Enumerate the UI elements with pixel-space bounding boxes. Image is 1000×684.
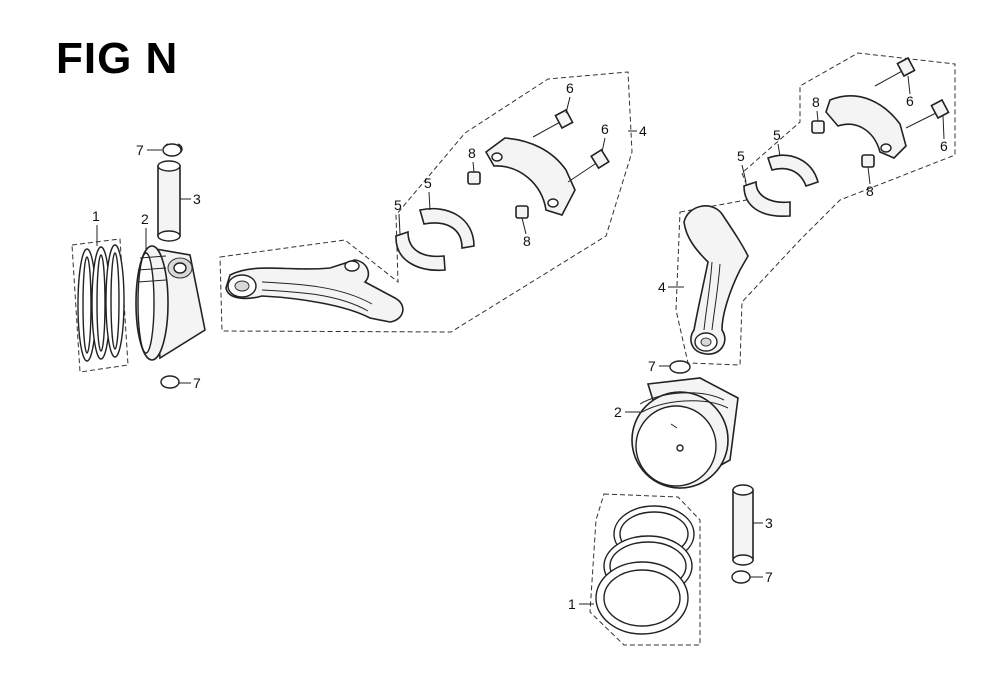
label-bolt-left-lower: 6 <box>601 121 609 137</box>
bearing-shell-left-b <box>418 207 475 249</box>
label-bearing-left-a: 5 <box>394 197 402 213</box>
clip-bottom-left <box>160 375 180 389</box>
label-clip-top-left: 7 <box>136 142 144 158</box>
bearing-shell-left-a <box>395 230 446 272</box>
label-rod-assembly-left: 4 <box>639 123 647 139</box>
label-bearing-left-b: 5 <box>424 175 432 191</box>
bolt-left-upper <box>532 108 574 138</box>
label-bolt-right-upper: 6 <box>906 93 914 109</box>
dowel-right-a <box>811 120 825 134</box>
dowel-left-a <box>467 171 481 185</box>
connecting-rod-right <box>683 205 749 355</box>
clip-top-left <box>162 143 183 157</box>
label-bolt-right-lower: 6 <box>940 138 948 154</box>
bearing-cap-right <box>825 95 907 159</box>
bolt-right-lower <box>905 98 950 129</box>
rod-assembly-boundary-right <box>675 52 956 366</box>
label-bearing-right-b: 5 <box>737 148 745 164</box>
bearing-shell-right-a <box>766 154 819 188</box>
bolt-left-lower <box>567 148 610 183</box>
label-pin-right: 3 <box>765 515 773 531</box>
bearing-cap-left <box>484 137 576 216</box>
label-clip-bottom-right: 7 <box>765 569 773 585</box>
piston-pin-left <box>157 160 181 242</box>
label-bearing-right-a: 5 <box>773 127 781 143</box>
figure-title: FIG N <box>56 34 179 83</box>
dowel-right-b <box>861 154 875 168</box>
piston-rings-right <box>595 505 695 635</box>
piston-left <box>135 245 206 361</box>
label-piston-right: 2 <box>614 404 622 420</box>
label-rod-assembly-right: 4 <box>658 279 666 295</box>
clip-bottom-right <box>731 570 751 584</box>
label-dowel-right-b: 8 <box>866 183 874 199</box>
clip-top-right <box>669 360 691 374</box>
label-dowel-right-a: 8 <box>812 94 820 110</box>
label-rings-right: 1 <box>568 596 576 612</box>
dowel-left-b <box>515 205 529 219</box>
bolt-right-upper <box>874 56 916 87</box>
connecting-rod-left <box>225 259 404 323</box>
label-dowel-left-a: 8 <box>468 145 476 161</box>
piston-right <box>631 377 739 490</box>
ring-group-box-right <box>589 493 701 646</box>
label-bolt-left-upper: 6 <box>566 80 574 96</box>
label-piston-left: 2 <box>141 211 149 227</box>
label-dowel-left-b: 8 <box>523 233 531 249</box>
label-pin-left: 3 <box>193 191 201 207</box>
bearing-shell-right-b <box>743 180 791 217</box>
ring-group-box-left <box>71 238 129 373</box>
rod-assembly-boundary-left <box>219 71 633 333</box>
label-rings-left: 1 <box>92 208 100 224</box>
label-clip-bottom-left: 7 <box>193 375 201 391</box>
piston-rings-left <box>77 244 125 362</box>
piston-pin-right <box>732 484 754 566</box>
label-clip-top-right: 7 <box>648 358 656 374</box>
